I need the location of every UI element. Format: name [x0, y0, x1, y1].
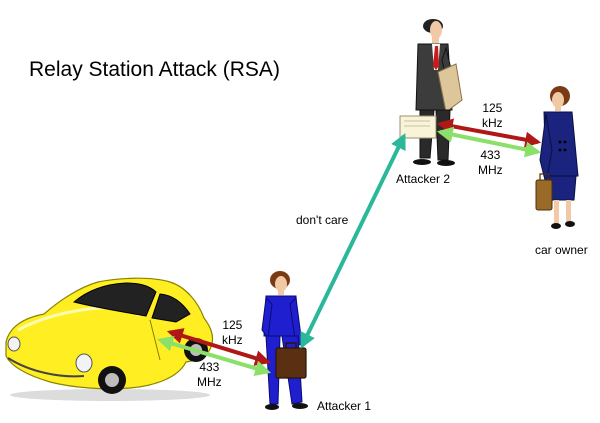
top-lf-unit: kHz	[482, 116, 503, 130]
bottom-lf-value: 125	[222, 318, 243, 332]
bottom-uhf-unit: MHz	[197, 375, 222, 389]
attacker2-label: Attacker 2	[396, 172, 451, 186]
top-lf-value: 125	[482, 101, 503, 115]
top-uhf-frequency-label: 433 MHz	[478, 148, 503, 178]
uhf-link-attacker2-owner	[436, 126, 542, 158]
attacker1-label: Attacker 1	[317, 399, 372, 413]
relay-link-attackers	[300, 133, 406, 349]
bottom-lf-unit: kHz	[222, 333, 243, 347]
bottom-uhf-frequency-label: 433 MHz	[197, 360, 222, 390]
attacker1-figure	[261, 271, 308, 410]
top-lf-frequency-label: 125 kHz	[482, 101, 503, 131]
diagram-title: Relay Station Attack (RSA)	[29, 58, 280, 81]
sports-car-illustration	[5, 277, 214, 401]
attacker2-figure	[399, 19, 463, 166]
car-owner-figure	[535, 86, 579, 229]
bottom-uhf-value: 433	[199, 360, 220, 374]
uhf-link-car-attacker1	[156, 335, 272, 377]
top-uhf-unit: MHz	[478, 163, 503, 177]
dont-care-label: don't care	[296, 213, 349, 227]
bottom-lf-frequency-label: 125 kHz	[222, 318, 243, 348]
top-uhf-value: 433	[480, 148, 501, 162]
car-owner-label: car owner	[535, 243, 588, 257]
